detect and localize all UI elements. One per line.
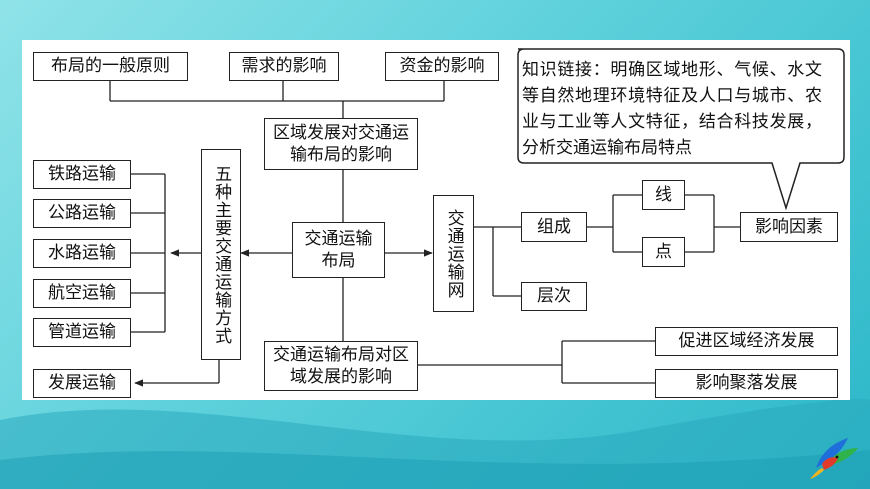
composition-box: 组成 (521, 212, 587, 242)
region-to-transport-box: 区域发展对交通运输布局的影响 (264, 118, 418, 170)
center-transport-layout-box: 交通运输布局 (292, 222, 385, 278)
factor-demand: 需求的影响 (229, 52, 339, 81)
mode-aviation: 航空运输 (33, 279, 131, 308)
influence-factors-box: 影响因素 (740, 212, 838, 242)
effect-settlement-development: 影响聚落发展 (655, 369, 838, 398)
factor-general-principles: 布局的一般原则 (33, 52, 188, 81)
levels-box: 层次 (521, 282, 587, 311)
effect-economic-development: 促进区域经济发展 (655, 327, 838, 356)
mode-highway: 公路运输 (33, 199, 131, 228)
point-box: 点 (642, 237, 685, 267)
parrot-icon (810, 438, 858, 479)
transport-to-region-box: 交通运输布局对区域发展的影响 (264, 341, 418, 391)
mode-pipeline: 管道运输 (33, 318, 131, 347)
line-box: 线 (642, 180, 685, 210)
five-modes-box: 五种主要交通运输方式 (201, 149, 241, 360)
knowledge-callout-bubble (517, 48, 845, 211)
development-transport-box: 发展运输 (33, 369, 131, 398)
knowledge-link-text: 知识链接：明确区域地形、气候、水文等自然地理环境特征及人口与城市、农业与工业等人… (522, 60, 822, 158)
mode-waterway: 水路运输 (33, 239, 131, 268)
factor-capital: 资金的影响 (385, 52, 499, 81)
transport-network-box: 交通运输网 (433, 195, 474, 312)
mode-railway: 铁路运输 (33, 160, 131, 189)
